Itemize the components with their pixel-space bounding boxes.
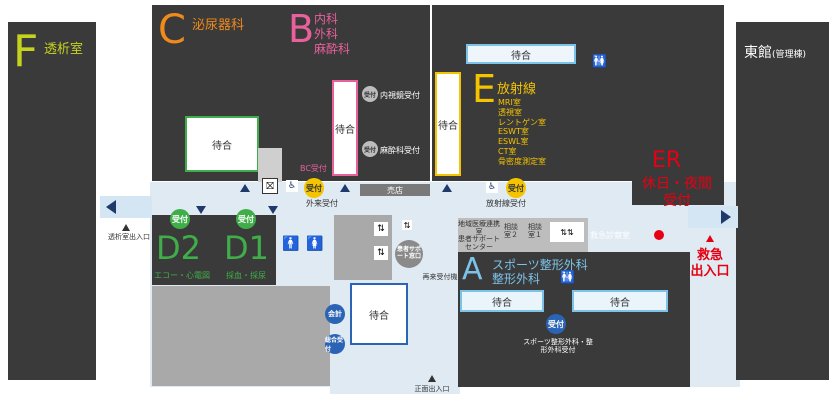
zone-a-waiting-right: 待合 xyxy=(572,290,668,312)
restroom-icon: 🚻 xyxy=(592,54,607,68)
entrance-triangle-icon xyxy=(442,184,452,192)
radiology-reception-badge: 受付 xyxy=(506,178,526,198)
anesthesia-reception-label: 麻酔科受付 xyxy=(380,146,420,155)
zone-b-waiting: 待合 xyxy=(332,80,358,176)
lower-left-area xyxy=(152,286,330,386)
radiology-reception-label: 放射線受付 xyxy=(486,199,526,208)
main-entrance-label: 正面出入口 xyxy=(414,385,450,393)
zone-e-rooms: MRI室 透視室 レントゲン室 ESWT室 ESWL室 CT室 骨密度測定室 xyxy=(498,98,546,166)
zone-d2-name: エコー・心電図 xyxy=(154,271,210,280)
general-reception-badge: 総合受付 xyxy=(325,334,345,354)
zone-d1-letter: D1 xyxy=(224,229,269,267)
zone-c-name: 泌尿器科 xyxy=(192,18,245,33)
stairs-icon xyxy=(258,148,282,182)
er-location-dot xyxy=(654,230,664,240)
east-building-name: 東館(管理棟) xyxy=(744,45,807,61)
entrance-triangle-icon xyxy=(340,184,350,192)
zone-er-letter: ER xyxy=(652,148,682,173)
endoscopy-reception-badge: 受付 xyxy=(362,86,378,102)
elevator-icon: ⇅⇅ xyxy=(550,222,584,242)
zone-e-name: 放射線 xyxy=(497,82,537,97)
arrow-right-icon xyxy=(721,210,731,224)
zone-a-name: スポーツ整形外科 整形外科 xyxy=(492,258,588,287)
zone-c-letter: C xyxy=(158,7,186,53)
restroom-icon: 🚻 xyxy=(560,270,575,284)
consult-room-2: 相談室２ xyxy=(504,223,518,239)
patient-support-label: 患者サポートセンター xyxy=(458,235,500,251)
rescue-clinic-label: 救急診察室 xyxy=(590,231,630,240)
restroom-icon: 🚺 xyxy=(306,236,324,252)
zone-a-reception-badge: 受付 xyxy=(546,314,566,334)
accounting-badge: 会計 xyxy=(325,304,345,324)
zone-a-reception-label: スポーツ整形外科・整形外科受付 xyxy=(523,338,593,355)
entrance-triangle-icon xyxy=(706,235,714,242)
regional-office-label: 地域医療連携室 xyxy=(458,220,500,236)
d2-reception-badge: 受付 xyxy=(170,209,190,229)
restroom-icon: 🚹 xyxy=(282,236,300,252)
zone-a-letter: A xyxy=(462,252,483,287)
zone-er-lines: 休日・夜間 受付 xyxy=(642,176,712,209)
zone-d1-name: 採血・採尿 xyxy=(226,271,266,280)
zone-c-waiting: 待合 xyxy=(185,116,259,172)
entrance-triangle-icon xyxy=(122,224,130,231)
zone-f-letter: F xyxy=(13,26,39,77)
zone-er-block xyxy=(632,5,724,205)
entrance-triangle-icon xyxy=(196,206,206,214)
zone-f-block xyxy=(8,22,96,380)
bc-reception-label: BC受付 xyxy=(300,164,327,173)
zone-d2-letter: D2 xyxy=(156,229,201,267)
consult-room-1: 相談室１ xyxy=(528,223,542,239)
endoscopy-reception-label: 内視鏡受付 xyxy=(380,91,420,100)
shop: 売店 xyxy=(360,184,430,196)
stairs-icon: ⛝ xyxy=(262,178,278,194)
elevator-icon: ⇅ xyxy=(402,220,412,230)
zone-f-name: 透析室 xyxy=(44,42,84,57)
anesthesia-reception-badge: 受付 xyxy=(362,141,378,157)
zone-e-block xyxy=(432,5,632,181)
outpatient-reception-label: 外来受付 xyxy=(306,199,338,208)
entrance-triangle-icon xyxy=(268,206,278,214)
zone-e-top-waiting: 待合 xyxy=(466,44,576,64)
outpatient-reception-badge: 受付 xyxy=(304,178,324,198)
zone-e-letter: E xyxy=(472,67,497,111)
entrance-triangle-icon xyxy=(428,375,436,382)
zone-a-waiting-left: 待合 xyxy=(460,290,544,312)
wheelchair-icon: ♿ xyxy=(286,180,298,192)
east-building-block xyxy=(736,22,829,380)
revisit-machine-label: 再来受付機 xyxy=(422,273,458,281)
entrance-triangle-icon xyxy=(240,184,250,192)
center-waiting: 待合 xyxy=(350,283,408,345)
zone-a-block xyxy=(458,252,690,387)
zone-b-letter: B xyxy=(288,7,315,51)
emergency-entrance-label: 救急 出入口 xyxy=(690,248,730,280)
d1-reception-badge: 受付 xyxy=(236,209,256,229)
elevator-icon: ⇅ xyxy=(374,222,388,236)
arrow-left-icon xyxy=(106,200,116,214)
zone-b-name: 内科 外科 麻酔科 xyxy=(314,12,351,56)
elevator-icon: ⇅ xyxy=(374,246,388,260)
wheelchair-icon: ♿ xyxy=(486,181,498,193)
patient-support-window: 患者サポート窓口 xyxy=(395,240,423,268)
dialysis-entrance-label: 透析室出入口 xyxy=(108,233,150,241)
zone-e-waiting: 待合 xyxy=(435,72,461,176)
